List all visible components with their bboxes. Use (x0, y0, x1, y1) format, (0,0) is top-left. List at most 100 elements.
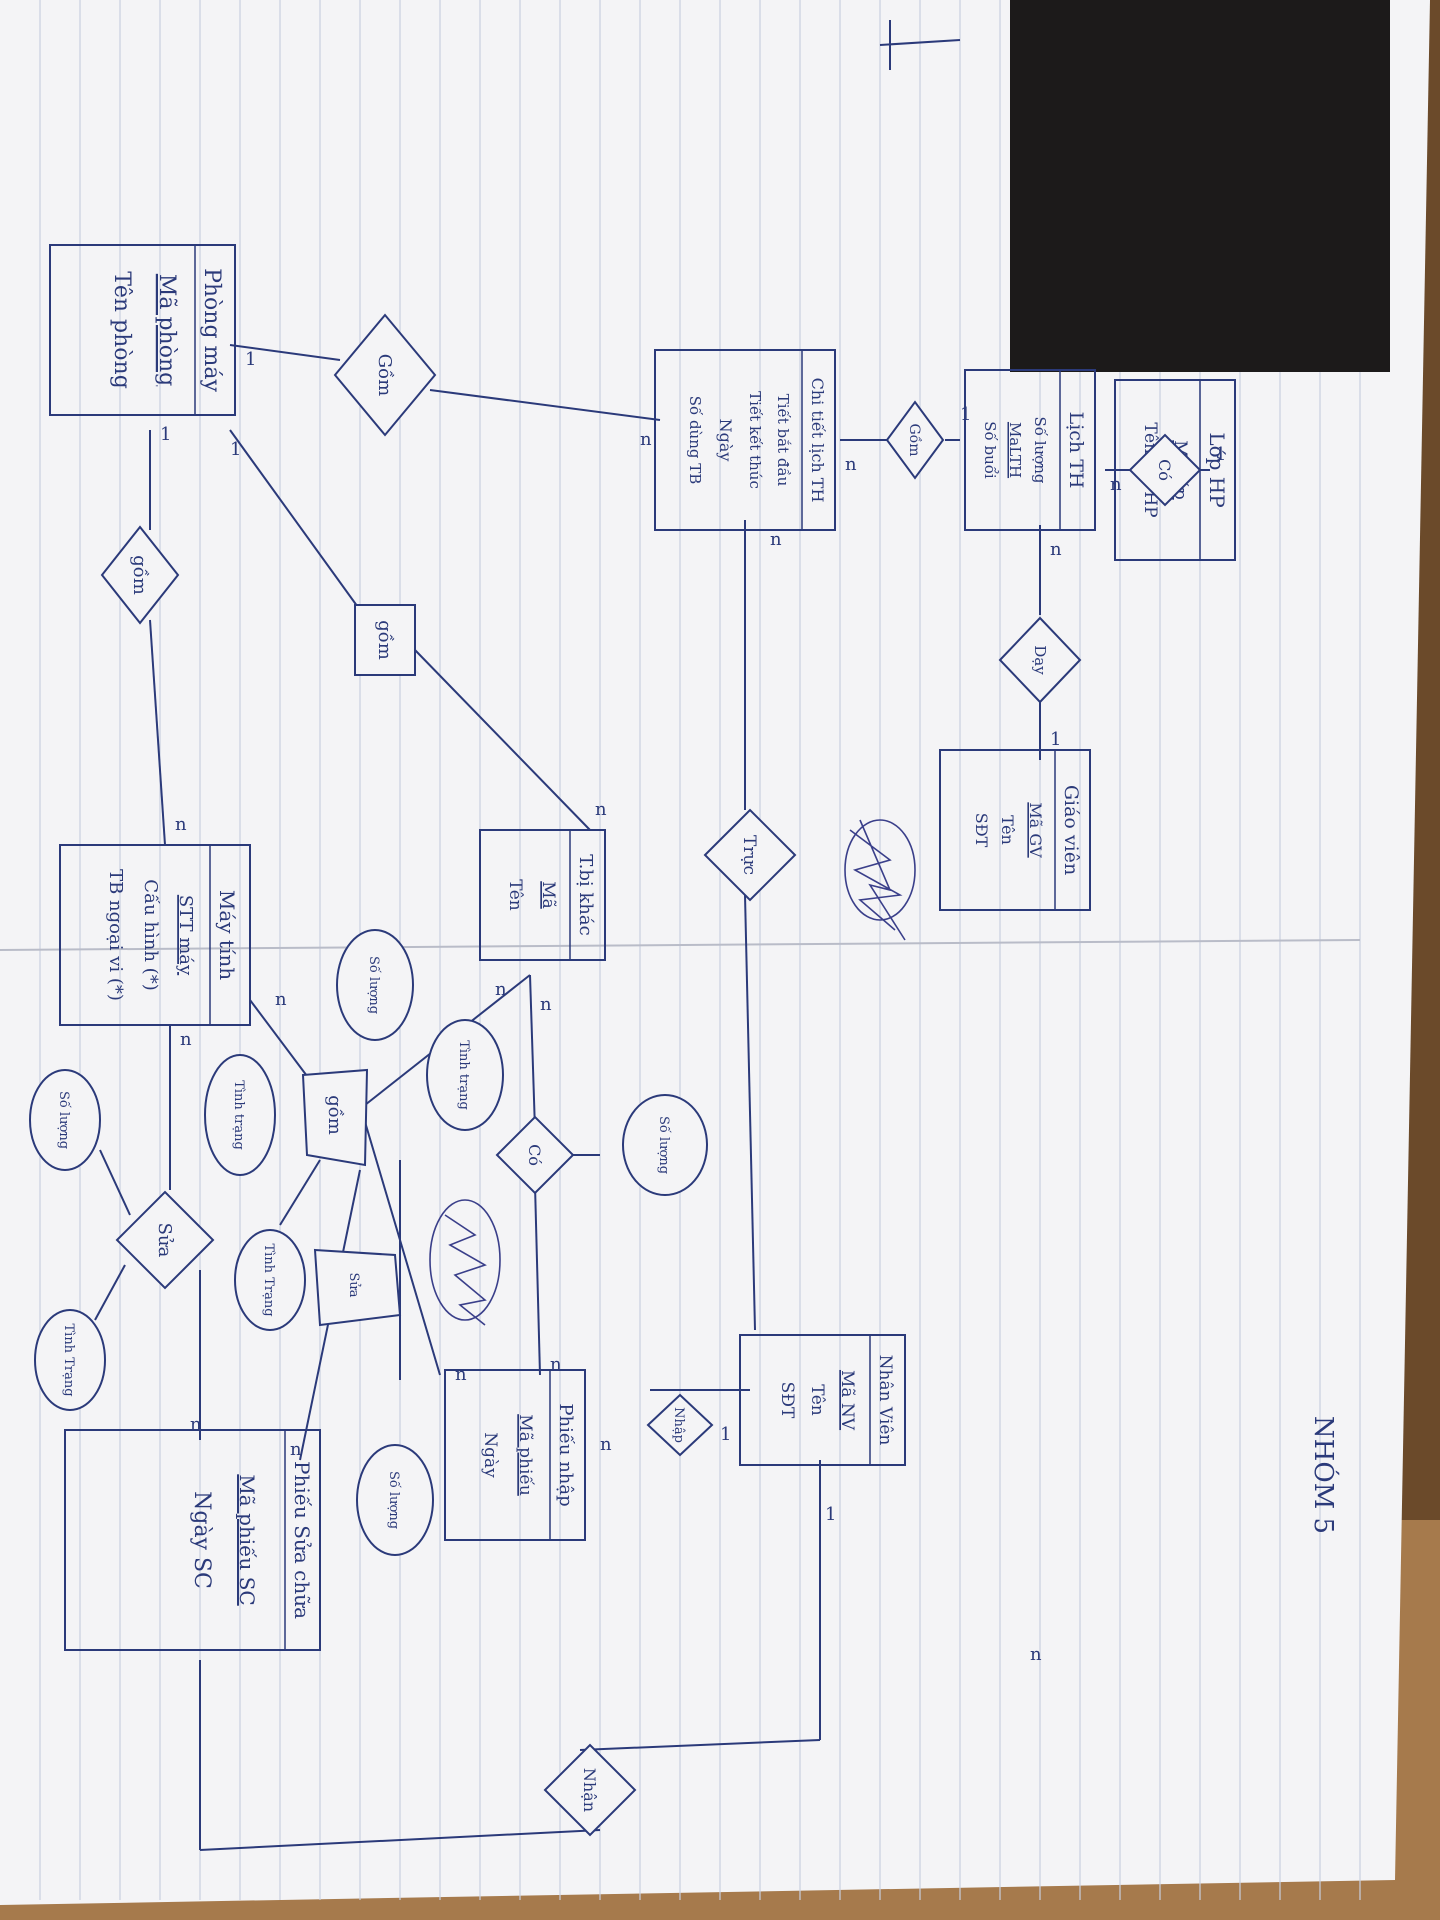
relationship-co-mid: Có (495, 1115, 575, 1195)
relationship-box (354, 604, 416, 676)
cardinality-one: 1 (1050, 729, 1061, 750)
entity-title: Lớp HP (1205, 432, 1229, 507)
relationship-diamond (885, 400, 945, 480)
scribble-crossed-out-2 (429, 1199, 501, 1326)
entity-title: Phiếu Sửa chữa (290, 1461, 314, 1619)
entity-title: Giáo viên (1060, 785, 1082, 875)
cardinality-one: 1 (160, 424, 171, 445)
relationship-gom-4: gồm (354, 604, 416, 676)
relationship-label: Có (525, 1144, 544, 1166)
attribute-oval (622, 1094, 708, 1196)
entity-attr: Tiết kết thúc (746, 391, 764, 489)
relationship-gom-2: Gồm (333, 313, 437, 437)
entity-attr: Tên (505, 879, 525, 911)
attribute-oval (29, 1069, 101, 1171)
cardinality-many: n (640, 429, 652, 450)
relationship-gom-5: gồm (301, 1068, 369, 1167)
scribble-crossed-out-1 (844, 819, 916, 941)
attribute-tinh-trang-1: Tình trạng (426, 1019, 504, 1131)
attribute-tinh-trang-4: Tình Trạng (234, 1229, 306, 1331)
cardinality-many: n (595, 799, 607, 820)
entity-attr: Ngày (480, 1432, 500, 1478)
relationship-diamond (646, 1393, 714, 1457)
cardinality-one: 1 (1215, 444, 1226, 465)
attribute-label: Tình Trạng (61, 1323, 76, 1396)
relationship-nhan: Nhận (543, 1743, 637, 1837)
entity-attr: MaLTH (1006, 422, 1024, 478)
attribute-oval (336, 929, 414, 1041)
attribute-label: Số lượng (366, 956, 382, 1014)
relationship-label: Sửa (346, 1272, 361, 1297)
entity-attr: Tên (807, 1384, 827, 1416)
cardinality-labels: 1 n 1 n n 1 1 n n 1 n 1 n n n n n n n n … (160, 349, 1226, 1665)
entity-attr: STT máy (175, 895, 196, 976)
cardinality-many: n (190, 1414, 202, 1435)
entity-title: Phiếu nhập (555, 1403, 576, 1506)
attribute-tinh-trang-2: Tình trạng (204, 1054, 276, 1176)
relationship-diamond (495, 1115, 575, 1195)
entity-nhan-vien: Nhân Viên Mã NV Tên SĐT (739, 1334, 906, 1466)
relationship-diamond (115, 1190, 215, 1290)
entity-phong-may: Phòng máy Mã phòng Tên phòng (49, 244, 236, 416)
relationship-label: Có (1155, 459, 1174, 481)
attribute-label: Số lượng (386, 1471, 402, 1529)
entity-title: Lịch TH (1065, 412, 1087, 489)
entity-tb-khac: T.bị khác Mã Tên (479, 829, 606, 961)
relationship-label: gồm (324, 1095, 345, 1135)
cardinality-one: 1 (960, 404, 971, 425)
relationship-diamond (998, 616, 1082, 704)
cardinality-many: n (1110, 474, 1122, 495)
entity-box (939, 749, 1091, 911)
entity-phieu-sua-chua: Phiếu Sửa chữa Mã phiếu SC Ngày SC (64, 1429, 321, 1651)
cardinality-many: n (455, 1364, 467, 1385)
entity-box (654, 349, 836, 531)
relationship-diamond (333, 313, 437, 437)
entity-attr: Mã GV (1026, 802, 1045, 858)
entity-attr: Mã phiếu SC (235, 1474, 259, 1605)
cardinality-many: n (550, 1354, 562, 1375)
entity-phieu-nhap: Phiếu nhập Mã phiếu Ngày (444, 1369, 586, 1541)
entity-chi-tiet-lich-th: Chi tiết lịch TH Tiết bắt đầu Tiết kết t… (654, 349, 836, 531)
cardinality-many: n (275, 989, 287, 1010)
entity-box (1114, 379, 1236, 561)
entity-attr: SĐT (972, 813, 991, 848)
relationship-diamond (543, 1743, 637, 1837)
relationship-diamond (703, 808, 797, 902)
entity-title: T.bị khác (575, 854, 596, 935)
cardinality-one: 1 (230, 439, 241, 460)
dark-pad (1010, 0, 1390, 372)
attribute-oval (34, 1309, 106, 1411)
entity-box (64, 1429, 321, 1651)
entity-attr: Mã phiếu (515, 1414, 535, 1496)
relationship-label: gồm (129, 555, 150, 595)
entity-attr: Mã (538, 881, 558, 909)
attribute-oval (356, 1444, 434, 1556)
entity-giao-vien: Giáo viên Mã GV Tên SĐT (939, 749, 1091, 911)
cardinality-many: n (770, 529, 782, 550)
relationship-label: gồm (374, 620, 395, 660)
relationship-label: Nhập (671, 1407, 686, 1443)
cardinality-many: n (175, 814, 187, 835)
entity-attr: SĐT (777, 1382, 797, 1419)
relationship-box (301, 1068, 369, 1167)
entity-attr: Ngày (716, 419, 735, 462)
relationship-diamond (100, 525, 180, 625)
entity-box (49, 244, 236, 416)
attribute-oval (234, 1229, 306, 1331)
attribute-label: Tình trạng (231, 1080, 246, 1150)
entity-lich-th: Lịch TH Số lượng MaLTH Số buổi (964, 369, 1096, 531)
cardinality-many: n (1050, 539, 1062, 560)
attribute-label: Số lượng (656, 1116, 672, 1174)
entity-attr: TB ngoại vi (*) (105, 869, 126, 1001)
attribute-label: Tình trạng (456, 1040, 471, 1110)
entity-attr: Tên phòng (109, 271, 134, 389)
attribute-label: Tình Trạng (261, 1243, 276, 1316)
relationship-gom-1: Gồm (885, 400, 945, 480)
entity-attr: Tiết bắt đầu (774, 394, 792, 487)
entity-title: Chi tiết lịch TH (808, 378, 827, 503)
entity-title: Máy tính (215, 890, 239, 980)
corner-doodle (879, 20, 961, 70)
relationship-diamond (1128, 433, 1202, 507)
entity-box (444, 1369, 586, 1541)
